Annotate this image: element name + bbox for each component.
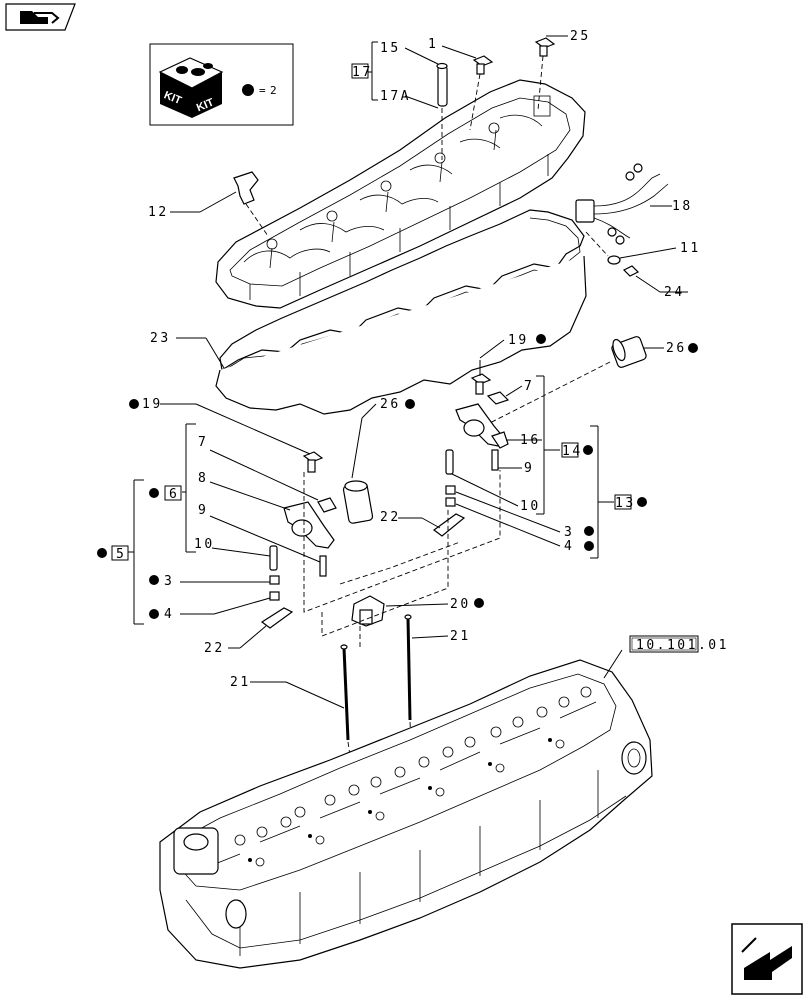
dowel-pin-15 [404,47,448,109]
label-9-left: 9 [198,503,208,518]
label-26-left: 26 [380,397,401,412]
nut-7-left [209,449,337,513]
label-16: 16 [520,433,541,448]
kit-equals: = [259,84,266,97]
label-11: 11 [680,241,701,256]
label-7-right: 7 [524,379,534,394]
pushrod-21-right [404,614,449,721]
reference-link: 10.101.01 [636,638,729,653]
bolt-19-right [470,339,505,395]
kit-bullet-3-left [149,575,159,585]
label-24: 24 [664,285,685,300]
label-13: 13 [615,496,636,511]
label-9-right: 9 [524,461,534,476]
label-14: 14 [562,444,583,459]
kit-bullet-26-right [688,343,698,353]
kit-bullet-20 [474,598,484,608]
kit-bullet-26-left [405,399,415,409]
label-10-right: 10 [520,499,541,514]
rocker-cover [215,79,586,309]
nut-7-right [486,385,523,405]
kit-quantity: 2 [270,84,277,97]
adjusting-screw-9-right [491,449,522,471]
label-19-left: 19 [142,397,163,412]
kit-bullet-4-left [149,609,159,619]
label-5: 5 [116,547,126,562]
label-21-right: 21 [450,629,471,644]
label-23: 23 [150,331,171,346]
kit-box-icon [158,57,224,118]
rocker-arm-16 [455,403,542,449]
label-22-left: 22 [204,641,225,656]
kit-bullet-19-right [536,334,546,344]
pushrod-10-left [211,545,278,571]
guide-22-middle [398,513,466,537]
washer-11 [607,247,677,265]
guide-22-left [228,607,294,649]
label-8: 8 [198,471,208,486]
kit-bullet-4-right [584,541,594,551]
nav-next-icon[interactable] [731,923,803,995]
label-21-left: 21 [230,675,251,690]
kit-bullet-icon [242,84,254,96]
wiring-harness-18 [575,163,672,245]
bolt-25 [534,35,568,57]
clip-12 [170,171,269,237]
pushrod-10-right [445,449,519,507]
label-3-left: 3 [164,574,174,589]
bracket-20 [351,595,449,627]
kit-bullet-3-right [584,526,594,536]
label-12: 12 [148,205,169,220]
label-3-right: 3 [564,525,574,540]
rocker-cover-gasket [215,209,587,415]
kit-bullet-6 [149,488,159,498]
rocker-arm-8 [209,481,335,549]
label-19-right: 19 [508,333,529,348]
rocker-arm-assembly-right [445,336,664,559]
sleeve-26-right [611,336,664,368]
label-10-left: 10 [194,537,215,552]
kit-bullet-19-left [129,399,139,409]
kit-bullet-5 [97,548,107,558]
label-4-left: 4 [164,607,174,622]
cap-3-left [180,575,280,585]
pushrod-21-left [250,644,350,741]
label-22-middle: 22 [380,510,401,525]
label-1: 1 [428,37,438,52]
label-17: 17 [352,65,373,80]
cylinder-head [159,649,653,969]
label-17a: 17A [380,89,411,104]
rocker-arm-assembly-left [128,403,377,649]
kit-bullet-14 [583,445,593,455]
kit-legend: KIT KIT = 2 [149,43,294,126]
kit-bullet-13 [637,497,647,507]
nav-back-icon[interactable] [5,3,76,31]
label-15: 15 [380,41,401,56]
label-20: 20 [450,597,471,612]
cap-4-right [445,497,561,547]
sleeve-26-left [342,403,377,524]
cap-3-right [445,485,561,533]
bolt-1 [441,45,494,75]
label-6: 6 [169,487,179,502]
callout-labels: 1 25 15 17 17A 12 18 11 24 23 19 26 7 16… [97,29,729,690]
screw-24 [622,265,688,293]
adjusting-screw-9-left [209,515,327,577]
label-18: 18 [672,199,693,214]
label-26-right: 26 [666,341,687,356]
label-4-right: 4 [564,539,574,554]
label-25: 25 [570,29,591,44]
cap-4-left [180,591,280,615]
label-7-left: 7 [198,435,208,450]
bolt-19-left [160,403,324,473]
